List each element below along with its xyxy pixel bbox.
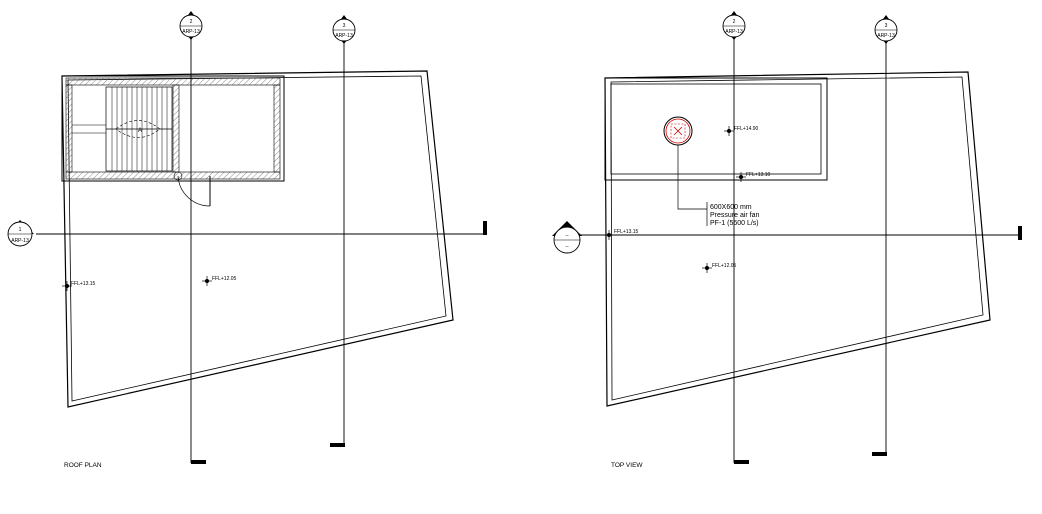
section-marker-2-roof: 2 ARP-13 [179, 11, 203, 40]
top-outline-inner [610, 76, 984, 401]
level-marker: FFL+12.05 [202, 276, 237, 286]
svg-text:ARP-13: ARP-13 [182, 29, 200, 35]
svg-text:FFL+12.05: FFL+12.05 [712, 263, 737, 269]
top-view: 600X600 mm Pressure air fan PF-1 (5600 L… [552, 11, 1022, 469]
level-label: FFL+13.15 [71, 281, 96, 287]
fan-note-size: 600X600 mm [710, 204, 752, 211]
level-marker: FFL+12.05 [702, 263, 737, 273]
level-marker: FFL+13.15 [604, 229, 639, 240]
roof-plan-view: A FFL+12.05 FFL+13.15 [7, 11, 487, 469]
svg-text:ARP-13: ARP-13 [11, 238, 29, 244]
svg-text:FFL+13.15: FFL+13.15 [614, 229, 639, 235]
svg-text:ARP-13: ARP-13 [725, 29, 743, 35]
level-marker: FFL+13.10 [736, 172, 771, 182]
level-label: FFL+12.05 [212, 276, 237, 282]
stair-core: A [61, 75, 285, 207]
pressure-air-fan [663, 116, 693, 146]
svg-text:1: 1 [19, 227, 22, 233]
top-outline-outer [604, 71, 991, 407]
level-marker: FFL+14.90 [724, 126, 759, 136]
svg-text:3: 3 [343, 23, 346, 29]
svg-text:2: 2 [190, 19, 193, 25]
svg-text:FFL+14.90: FFL+14.90 [734, 126, 759, 132]
upper-roof-slab [604, 77, 828, 181]
roof-outline-outer [61, 70, 454, 408]
section-marker-3-top: 3 ARP-13 [874, 15, 898, 44]
svg-text:ARP-13: ARP-13 [877, 33, 895, 39]
svg-text:2: 2 [733, 19, 736, 25]
roof-plan-title: ROOF PLAN [64, 462, 102, 469]
svg-text:--: -- [565, 244, 569, 250]
svg-text:--: -- [565, 233, 569, 239]
section-marker-3-roof: 3 ARP-13 [332, 15, 356, 44]
fan-leader-line [677, 145, 707, 210]
level-marker: FFL+13.15 [62, 281, 96, 291]
section-marker-1-top: -- -- [552, 221, 582, 254]
svg-text:ARP-13: ARP-13 [335, 33, 353, 39]
roof-outline-inner [67, 75, 447, 402]
section-marker-1-roof: 1 ARP-13 [7, 220, 34, 247]
svg-text:FFL+13.10: FFL+13.10 [746, 172, 771, 178]
section-marker-2-top: 2 ARP-13 [722, 11, 746, 40]
svg-text:3: 3 [885, 23, 888, 29]
stair-treads [111, 87, 168, 171]
stair-mark: A [138, 127, 143, 134]
top-view-title: TOP VIEW [611, 462, 643, 469]
fan-note-desc: Pressure air fan [710, 212, 760, 219]
